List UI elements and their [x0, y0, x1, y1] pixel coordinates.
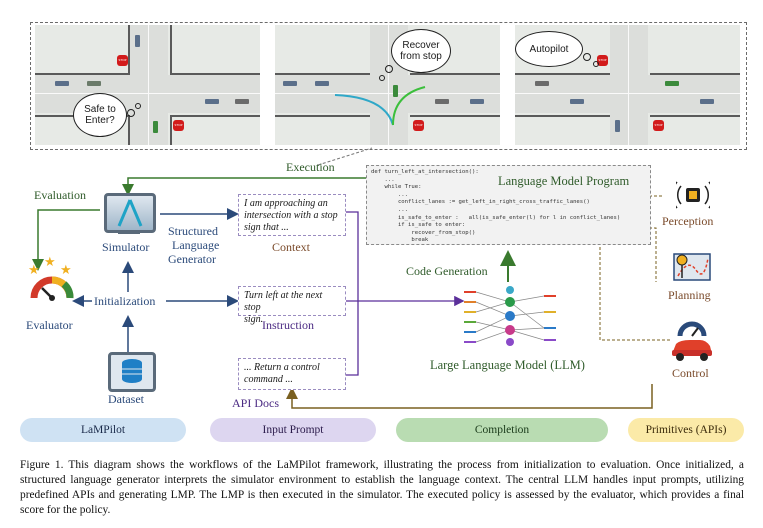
simulator-label: Simulator [102, 240, 150, 254]
figure-caption: Figure 1. This diagram shows the workflo… [20, 459, 744, 516]
database-icon [108, 352, 156, 392]
perception-icon [671, 180, 715, 215]
control-label: Control [672, 366, 709, 380]
code-line: recover_from_stop() [371, 229, 476, 236]
star-icon: ★ [28, 262, 40, 277]
scene-panel-1: STOP STOP [35, 25, 260, 145]
legend-lampilot: LaMPilot [20, 418, 186, 442]
code-line: if is_safe to enter: [371, 222, 466, 229]
llm-label: Large Language Model (LLM) [430, 358, 585, 372]
evaluator-gauge-icon [28, 268, 76, 313]
planning-label: Planning [668, 288, 711, 302]
stop-sign-icon: STOP [413, 120, 424, 131]
code-line: ... [371, 191, 409, 198]
context-title: Context [272, 240, 310, 254]
planning-map-icon [670, 248, 714, 289]
dataset-label: Dataset [108, 392, 144, 406]
stop-sign-icon: STOP [117, 55, 128, 66]
code-line: ... [371, 176, 395, 183]
thought-bubble-autopilot: Autopilot [515, 31, 583, 67]
slg-label-3: Generator [168, 252, 216, 266]
instruction-title: Instruction [262, 318, 314, 332]
scene-panel-3: STOP STOP [515, 25, 740, 145]
legend-completion: Completion [396, 418, 608, 442]
legend-input-prompt: Input Prompt [210, 418, 376, 442]
code-generation-label: Code Generation [406, 264, 488, 278]
code-line: while True: [371, 184, 422, 191]
star-icon: ★ [60, 262, 72, 277]
execution-label: Execution [286, 160, 335, 174]
simulation-scene-strip: STOP STOP STOP STOP STOP [30, 22, 747, 150]
initialization-label: Initialization [94, 294, 156, 308]
neural-network-icon [462, 282, 558, 355]
code-line: is_safe_to_enter : all(is_safe_enter(l) … [371, 214, 621, 221]
slg-label-2: Language [172, 238, 220, 252]
code-line: break [371, 237, 429, 244]
control-car-icon [666, 320, 716, 367]
star-icon: ★ [44, 254, 56, 269]
code-line: def turn_left_at_intersection(): [371, 169, 479, 175]
code-line: ... [371, 206, 409, 213]
evaluator-label: Evaluator [26, 318, 73, 332]
stop-sign-icon: STOP [653, 120, 664, 131]
stop-sign-icon: STOP [597, 55, 608, 66]
scene-panel-2: STOP [275, 25, 500, 145]
legend-primitives: Primitives (APIs) [628, 418, 744, 442]
slg-label-1: Structured [168, 224, 218, 238]
code-line: conflict_lanes := get_left_in_right_cros… [371, 199, 590, 206]
perception-label: Perception [662, 214, 714, 228]
api-docs-box: ... Return a control command ... [238, 358, 346, 390]
evaluation-label: Evaluation [34, 188, 86, 202]
simulator-icon [104, 193, 156, 233]
stop-sign-icon: STOP [173, 120, 184, 131]
instruction-box: Turn left at the next stop sign. [238, 286, 346, 325]
lmp-title: Language Model Program [498, 174, 630, 189]
api-docs-title: API Docs [232, 396, 279, 410]
context-box: I am approaching an intersection with a … [238, 194, 346, 236]
